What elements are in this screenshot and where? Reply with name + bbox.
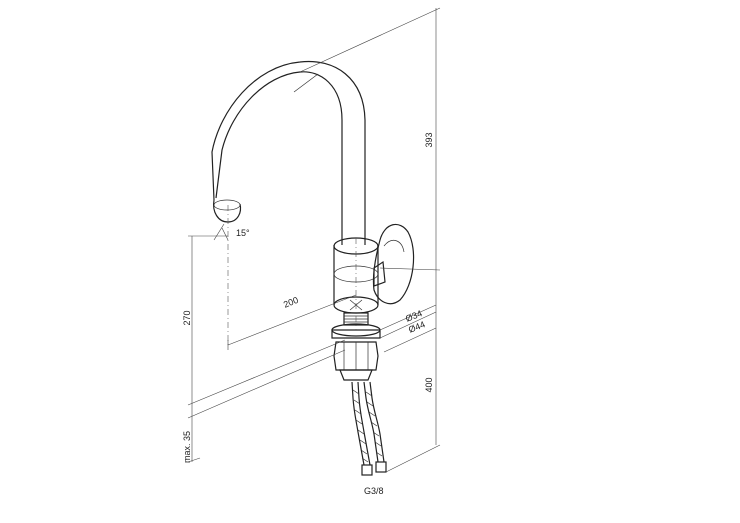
dim-label-200: 200 [282, 295, 300, 310]
dim-label-270: 270 [182, 310, 192, 325]
dim-label-393: 393 [424, 132, 434, 147]
centre-lines [227, 205, 357, 345]
dim-label-15deg: 15° [236, 228, 250, 238]
dim-label-max35: max. 35 [182, 431, 192, 463]
dimension-lines [187, 7, 441, 473]
dim-label-g38: G3/8 [364, 486, 384, 496]
dim-label-400: 400 [424, 377, 434, 392]
